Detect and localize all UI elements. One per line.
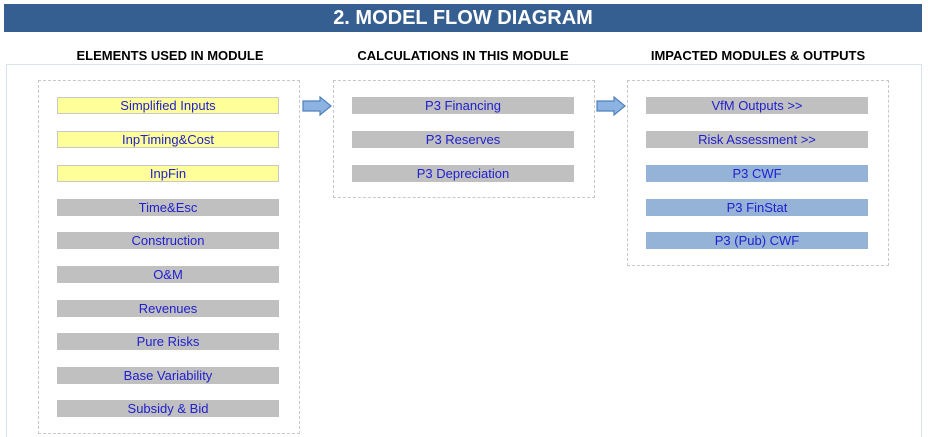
right-arrow-icon	[302, 96, 332, 116]
output-item[interactable]: P3 FinStat	[646, 199, 868, 216]
element-label: Revenues	[138, 301, 198, 316]
element-label: Base Variability	[123, 368, 213, 383]
elements-heading: ELEMENTS USED IN MODULE	[76, 48, 264, 63]
element-label: Simplified Inputs	[120, 98, 216, 113]
element-item[interactable]: InpFin	[57, 165, 279, 182]
diagram-frame	[6, 64, 922, 437]
page-title: 2. MODEL FLOW DIAGRAM	[333, 6, 593, 29]
element-label: Construction	[131, 233, 205, 248]
element-item[interactable]: Base Variability	[57, 367, 279, 384]
output-label: P3 CWF	[732, 166, 782, 181]
right-arrow-icon	[596, 96, 626, 116]
element-label: Subsidy & Bid	[127, 401, 209, 416]
calculation-item[interactable]: P3 Depreciation	[352, 165, 574, 182]
page-title-banner: 2. MODEL FLOW DIAGRAM	[4, 4, 922, 32]
calculation-label: P3 Financing	[425, 98, 501, 113]
element-item[interactable]: InpTiming&Cost	[57, 131, 279, 148]
calculation-item[interactable]: P3 Financing	[352, 97, 574, 114]
output-label: Risk Assessment >>	[698, 132, 816, 147]
element-label: InpFin	[149, 166, 187, 181]
element-item[interactable]: Revenues	[57, 300, 279, 317]
element-item[interactable]: Pure Risks	[57, 333, 279, 350]
impacted-heading: IMPACTED MODULES & OUTPUTS	[650, 48, 866, 63]
element-item[interactable]: Simplified Inputs	[57, 97, 279, 114]
element-label: Time&Esc	[138, 200, 198, 215]
element-item[interactable]: Subsidy & Bid	[57, 400, 279, 417]
output-label: VfM Outputs >>	[711, 98, 803, 113]
calculations-group: P3 Financing P3 Reserves P3 Depreciation	[333, 80, 595, 198]
calculation-item[interactable]: P3 Reserves	[352, 131, 574, 148]
element-label: O&M	[153, 267, 183, 282]
element-label: InpTiming&Cost	[122, 132, 214, 147]
calculations-heading: CALCULATIONS IN THIS MODULE	[357, 48, 569, 63]
output-item[interactable]: VfM Outputs >>	[646, 97, 868, 114]
calculation-label: P3 Reserves	[425, 132, 501, 147]
element-item[interactable]: Construction	[57, 232, 279, 249]
output-item[interactable]: P3 (Pub) CWF	[646, 232, 868, 249]
output-label: P3 FinStat	[726, 200, 788, 215]
output-item[interactable]: Risk Assessment >>	[646, 131, 868, 148]
output-item[interactable]: P3 CWF	[646, 165, 868, 182]
element-label: Pure Risks	[136, 334, 200, 349]
calculation-label: P3 Depreciation	[416, 166, 510, 181]
element-item[interactable]: Time&Esc	[57, 199, 279, 216]
impacted-group: VfM Outputs >> Risk Assessment >> P3 CWF…	[627, 80, 889, 266]
elements-group: Simplified Inputs InpTiming&Cost InpFin …	[38, 80, 300, 434]
output-label: P3 (Pub) CWF	[714, 233, 800, 248]
element-item[interactable]: O&M	[57, 266, 279, 283]
